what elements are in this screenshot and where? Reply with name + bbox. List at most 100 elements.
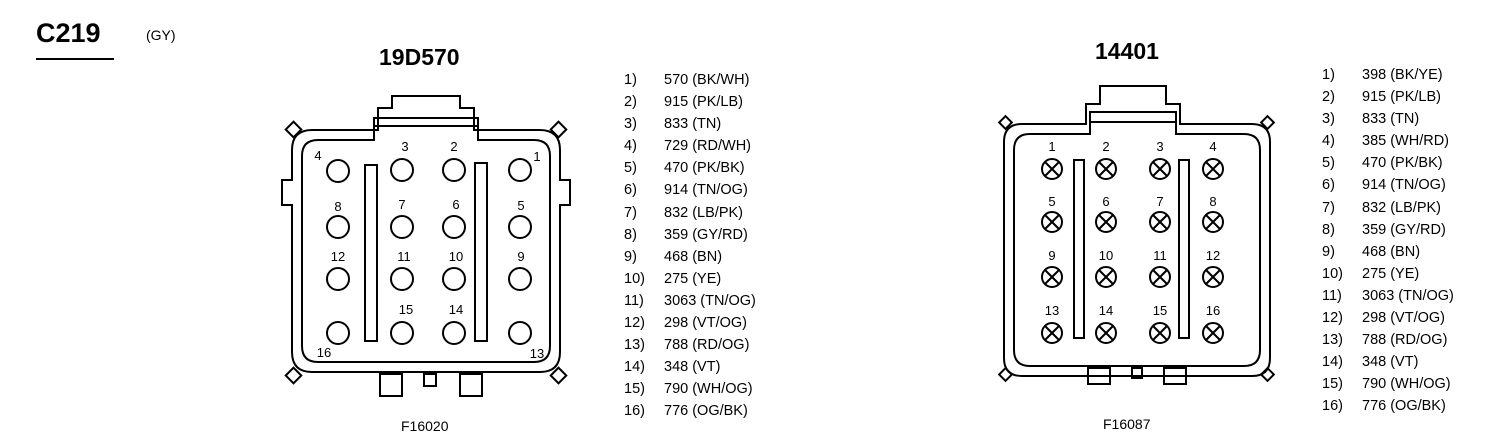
right-pin-cavity	[1041, 158, 1063, 180]
right-pin-wire: 790 (WH/OG)	[1362, 376, 1451, 393]
right-figure-number: F16087	[1103, 416, 1151, 432]
right-pin-wire: 776 (OG/BK)	[1362, 398, 1446, 415]
left-pin-cavity	[390, 267, 414, 291]
right-pin-row: 9)468 (BN)	[1322, 241, 1454, 263]
left-pin-number: 5)	[624, 160, 637, 177]
left-pin-row: 9)468 (BN)	[624, 246, 756, 268]
right-pin-label: 9	[1048, 248, 1055, 263]
right-pin-label: 13	[1045, 303, 1059, 318]
right-pin-row: 16)776 (OG/BK)	[1322, 395, 1454, 417]
right-pin-label: 2	[1102, 139, 1109, 154]
left-pin-number: 10)	[624, 270, 645, 287]
right-pinout-list: 1)398 (BK/YE)2)915 (PK/LB)3)833 (TN)4)38…	[1322, 64, 1454, 418]
left-pin-wire: 275 (YE)	[664, 270, 722, 287]
left-part-number: 19D570	[379, 44, 460, 70]
right-pin-cavity	[1202, 158, 1224, 180]
right-pin-cavity	[1041, 266, 1063, 288]
right-pin-number: 7)	[1322, 199, 1335, 216]
left-pin-cavity	[326, 215, 350, 239]
left-pin-row: 14)348 (VT)	[624, 356, 756, 378]
left-pin-number: 4)	[624, 138, 637, 155]
left-pin-number: 16)	[624, 403, 645, 420]
right-pin-cavity	[1041, 322, 1063, 344]
right-pin-wire: 3063 (TN/OG)	[1362, 287, 1454, 304]
right-pin-number: 5)	[1322, 155, 1335, 172]
left-pin-row: 11)3063 (TN/OG)	[624, 290, 756, 312]
left-pin-number: 2)	[624, 94, 637, 111]
left-pin-label: 2	[450, 139, 457, 154]
right-pin-number: 6)	[1322, 177, 1335, 194]
left-pin-row: 10) 275 (YE)	[624, 268, 756, 290]
right-pin-row: 10)275 (YE)	[1322, 263, 1454, 285]
right-pin-cavity	[1149, 158, 1171, 180]
right-pin-cavity	[1041, 211, 1063, 233]
left-pin-label: 10	[449, 249, 463, 264]
right-pin-cavity	[1149, 322, 1171, 344]
left-pin-number: 12)	[624, 315, 645, 332]
right-pin-wire: 788 (RD/OG)	[1362, 332, 1448, 349]
right-pin-number: 12)	[1322, 310, 1343, 327]
left-pin-label: 11	[397, 249, 411, 264]
right-pin-number: 11)	[1322, 287, 1342, 304]
right-part-number: 14401	[1095, 38, 1159, 64]
left-pin-label: 12	[331, 249, 345, 264]
left-pin-cavity	[390, 321, 414, 345]
right-pin-wire: 298 (VT/OG)	[1362, 310, 1445, 327]
left-pin-label: 8	[334, 199, 341, 214]
left-pin-row: 4)729 (RD/WH)	[624, 135, 756, 157]
right-pin-row: 8) 359 (GY/RD)	[1322, 219, 1454, 241]
right-pin-label: 4	[1209, 139, 1216, 154]
left-pin-number: 8)	[624, 226, 637, 243]
right-pin-number: 13)	[1322, 332, 1343, 349]
right-pin-wire: 832 (LB/PK)	[1362, 199, 1441, 216]
right-pin-wire: 385 (WH/RD)	[1362, 133, 1450, 150]
left-pin-row: 5)470 (PK/BK)	[624, 157, 756, 179]
right-pin-label: 10	[1099, 248, 1113, 263]
left-pin-row: 7) 832 (LB/PK)	[624, 202, 756, 224]
left-pin-label: 9	[517, 249, 524, 264]
right-pin-label: 7	[1156, 194, 1163, 209]
left-pin-wire: 833 (TN)	[664, 116, 722, 133]
right-pin-row: 15) 790 (WH/OG)	[1322, 373, 1454, 395]
right-pin-number: 8)	[1322, 221, 1335, 238]
left-pin-cavity	[442, 321, 466, 345]
right-pin-number: 15)	[1322, 376, 1343, 393]
left-pin-number: 6)	[624, 182, 637, 199]
right-pin-number: 2)	[1322, 89, 1335, 106]
left-figure-number: F16020	[401, 418, 449, 434]
left-pin-label: 13	[530, 346, 544, 361]
right-pin-cavity	[1202, 322, 1224, 344]
left-pinout-list: 1)570 (BK/WH)2)915 (PK/LB)3)833 (TN)4)72…	[624, 69, 756, 423]
left-pin-wire: 776 (OG/BK)	[664, 403, 748, 420]
right-pin-wire: 275 (YE)	[1362, 265, 1420, 282]
left-pin-row: 16) 776 (OG/BK)	[624, 400, 756, 422]
left-pin-number: 13)	[624, 337, 645, 354]
left-pin-wire: 359 (GY/RD)	[664, 226, 748, 243]
left-pin-label: 3	[401, 139, 408, 154]
left-pin-cavity	[442, 215, 466, 239]
right-pin-wire: 470 (PK/BK)	[1362, 155, 1443, 172]
left-pin-cavity	[390, 158, 414, 182]
left-pin-cavity	[442, 158, 466, 182]
right-connector-face	[997, 85, 1276, 385]
right-pin-row: 2)915 (PK/LB)	[1322, 86, 1454, 108]
left-pin-wire: 832 (LB/PK)	[664, 204, 743, 221]
right-pin-cavities	[1041, 158, 1224, 344]
left-pin-row: 3)833 (TN)	[624, 113, 756, 135]
right-pin-cavity	[1095, 158, 1117, 180]
left-pin-wire: 570 (BK/WH)	[664, 72, 750, 88]
right-pin-label: 1	[1048, 139, 1055, 154]
left-pin-cavity	[326, 159, 350, 183]
left-pin-number: 7)	[624, 204, 637, 221]
right-pin-row: 11) 3063 (TN/OG)	[1322, 285, 1454, 307]
left-pin-label: 14	[449, 302, 463, 317]
left-pin-label: 16	[317, 345, 331, 360]
left-pin-row: 15)790 (WH/OG)	[624, 378, 756, 400]
right-pin-wire: 359 (GY/RD)	[1362, 221, 1446, 238]
left-pin-label: 5	[517, 198, 524, 213]
left-pin-cavities	[326, 158, 532, 345]
right-pin-cavity	[1202, 266, 1224, 288]
connector-color: (GY)	[146, 27, 176, 43]
